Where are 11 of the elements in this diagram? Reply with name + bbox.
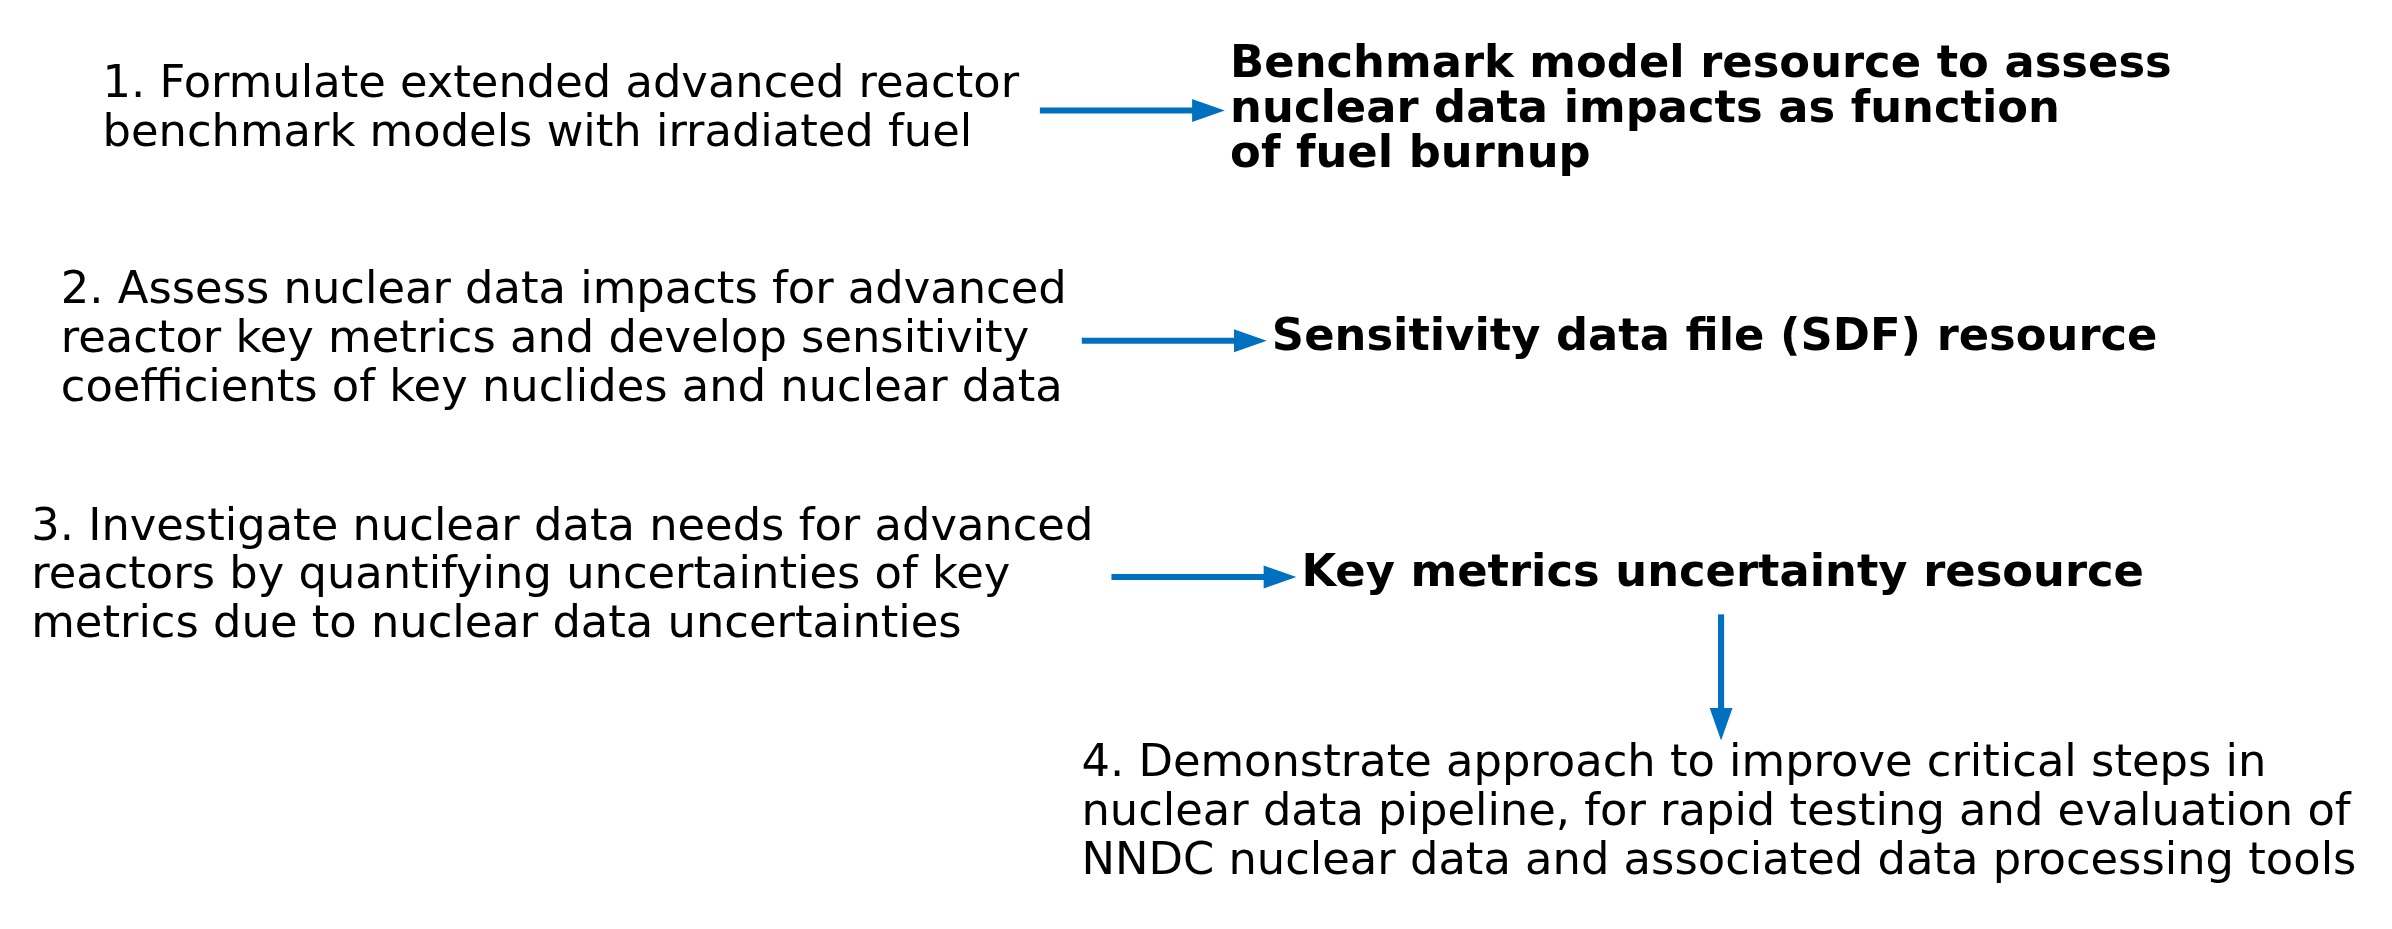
node-text: Benchmark model resource to assess nuclear data impacts as function of fuel burnup (1230, 34, 2172, 178)
node-text: 4. Demonstrate approach to improve critical steps in nuclear data pipeline, for rapid testing and evaluation of NNDC nuclear data and associated data processing tools (1081, 733, 2357, 885)
node-text: 3. Investigate nuclear data needs for advanced reactors by quantifying uncertainties of key metrics due to nuclear data uncertainties (31, 497, 1094, 648)
node-text: 2. Assess nuclear data impacts for advanced reactor key metrics and develop sensitivity coefficients of key nuclides and nuclear data (60, 260, 1067, 412)
arrow (1039, 98, 1225, 122)
arrow (1081, 328, 1267, 352)
node-text: Sensitivity data file (SDF) resource (1271, 307, 2158, 361)
node-text: Key metrics uncertainty resource (1301, 543, 2145, 597)
arrow (1709, 613, 1733, 741)
node-text: 1. Formulate extended advanced reactor benchmark models with irradiated fuel (102, 54, 1020, 157)
arrow (1111, 565, 1297, 588)
